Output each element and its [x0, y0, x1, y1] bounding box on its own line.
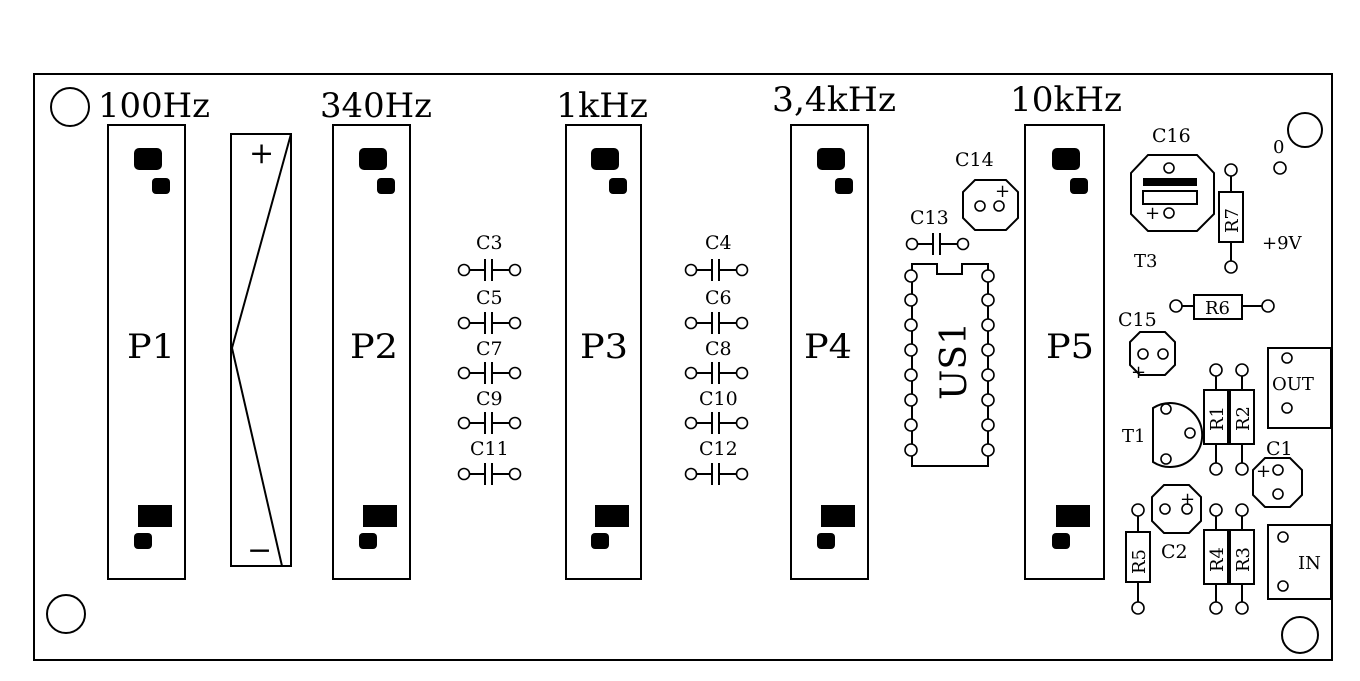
- resistor-r5: R5: [1125, 503, 1151, 615]
- resistor-r7: R7: [1218, 163, 1244, 274]
- pot-label-p3: P3: [580, 327, 628, 367]
- resistor-r6: R6: [1169, 294, 1275, 320]
- output-label: OUT: [1272, 374, 1314, 395]
- svg-text:C14: C14: [955, 149, 994, 171]
- svg-text:R7: R7: [1222, 208, 1243, 233]
- capacitor-c8: C8: [684, 338, 749, 384]
- pot-label-p5: P5: [1046, 327, 1094, 367]
- svg-text:C8: C8: [705, 338, 732, 360]
- pot-label-p2: P2: [350, 327, 398, 367]
- svg-text:C4: C4: [705, 232, 732, 254]
- transistor-label-t1: T1: [1122, 426, 1145, 447]
- svg-text:C7: C7: [476, 338, 503, 360]
- potentiometer-p3: P3: [565, 124, 642, 580]
- input-label: IN: [1298, 553, 1321, 574]
- mounting-hole: [46, 594, 86, 634]
- svg-text:R2: R2: [1233, 406, 1254, 431]
- potentiometer-p1: P1: [107, 124, 186, 580]
- svg-text:+: +: [995, 181, 1010, 202]
- svg-text:+: +: [1180, 489, 1195, 510]
- svg-text:R1: R1: [1207, 406, 1228, 431]
- capacitor-c5: C5: [457, 287, 522, 334]
- ic-us1: US1: [904, 263, 995, 467]
- freq-label-340hz: 340Hz: [320, 86, 432, 126]
- svg-text:R5: R5: [1129, 549, 1150, 574]
- transistor-label-t3: T3: [1134, 251, 1157, 272]
- capacitor-c3: C3: [457, 232, 522, 281]
- freq-label-1khz: 1kHz: [556, 86, 648, 126]
- resistor-r1: R1: [1203, 363, 1229, 476]
- svg-text:C15: C15: [1118, 309, 1157, 331]
- capacitor-c9: C9: [457, 388, 522, 434]
- capacitor-c7: C7: [457, 338, 522, 384]
- svg-text:C11: C11: [470, 438, 509, 460]
- capacitor-c15: C15 +: [1118, 309, 1176, 383]
- capacitor-c2: + C2: [1151, 484, 1202, 563]
- mounting-hole: [1287, 112, 1323, 148]
- freq-label-10khz: 10kHz: [1010, 80, 1122, 120]
- resistor-r2: R2: [1229, 363, 1255, 476]
- resistor-r4: R4: [1203, 503, 1229, 615]
- svg-text:+: +: [1145, 203, 1160, 224]
- capacitor-c1: C1 +: [1252, 438, 1303, 508]
- svg-text:C13: C13: [910, 207, 949, 229]
- scale-plus-sign: +: [249, 136, 274, 171]
- freq-label-100hz: 100Hz: [98, 86, 210, 126]
- resistor-r3: R3: [1229, 503, 1255, 615]
- svg-text:C5: C5: [476, 287, 503, 309]
- potentiometer-p2: P2: [332, 124, 411, 580]
- transistor-t1: T1: [1122, 402, 1204, 468]
- capacitor-c11: C11: [457, 438, 522, 485]
- ground-label: 0: [1273, 137, 1284, 158]
- output-connector: OUT: [1267, 347, 1332, 429]
- vcc-label: +9V: [1262, 233, 1303, 254]
- potentiometer-p4: P4: [790, 124, 869, 580]
- pot-label-p4: P4: [804, 327, 852, 367]
- svg-text:C12: C12: [699, 438, 738, 460]
- svg-text:C9: C9: [476, 388, 503, 410]
- svg-text:C2: C2: [1161, 541, 1188, 563]
- capacitor-c16: C16 +: [1130, 125, 1215, 232]
- capacitor-c4: C4: [684, 232, 749, 281]
- capacitor-c13: C13: [905, 207, 970, 255]
- svg-text:C6: C6: [705, 287, 732, 309]
- freq-label-3-4khz: 3,4kHz: [772, 80, 896, 120]
- capacitor-c10: C10: [684, 388, 749, 434]
- potentiometer-p5: P5: [1024, 124, 1105, 580]
- ic-label-us1: US1: [934, 322, 975, 400]
- capacitor-c14: C14 +: [955, 149, 1019, 231]
- capacitor-c6: C6: [684, 287, 749, 334]
- svg-text:C3: C3: [476, 232, 503, 254]
- slider-scale: + −: [230, 133, 292, 568]
- svg-text:C10: C10: [699, 388, 738, 410]
- svg-text:C16: C16: [1152, 125, 1191, 147]
- input-connector: IN: [1267, 524, 1332, 600]
- mounting-hole: [50, 87, 90, 127]
- ground-pad: [1273, 161, 1287, 175]
- scale-minus-sign: −: [247, 533, 272, 568]
- svg-text:R4: R4: [1207, 547, 1228, 572]
- capacitor-c12: C12: [684, 438, 749, 485]
- svg-text:+: +: [1256, 461, 1271, 482]
- svg-text:R3: R3: [1233, 547, 1254, 572]
- svg-text:C1: C1: [1266, 438, 1293, 460]
- pot-label-p1: P1: [127, 327, 175, 367]
- svg-text:R6: R6: [1205, 298, 1230, 319]
- svg-text:+: +: [1131, 362, 1146, 383]
- mounting-hole: [1281, 616, 1319, 654]
